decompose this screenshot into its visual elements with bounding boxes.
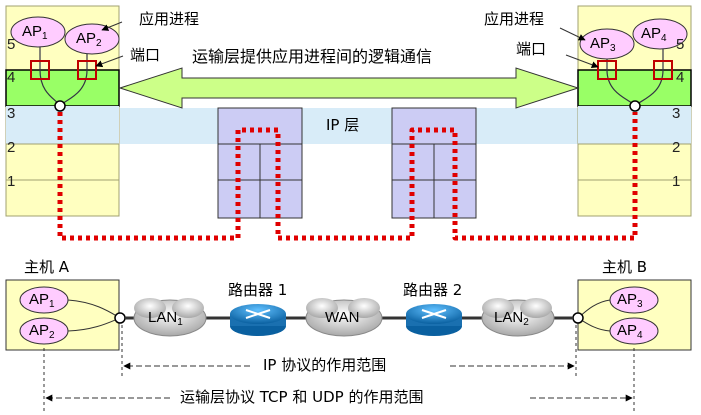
app-process-right-pointer: [559, 27, 586, 41]
wan-cloud: [305, 298, 383, 337]
transport-caption: 运输层提供应用进程间的逻辑通信: [192, 47, 433, 66]
port-left-2: [77, 60, 97, 80]
layer-right-5: 5: [676, 36, 685, 53]
layer-right-1: 1: [672, 173, 681, 190]
ip-layer-label: IP 层: [326, 116, 360, 134]
layer-right-2: 2: [672, 139, 681, 156]
layer-right-3: 3: [672, 105, 681, 122]
port-right-1: [597, 60, 617, 80]
app-process-label-right: 应用进程: [484, 10, 545, 28]
ap-b-3-upper: AP3: [590, 35, 616, 54]
ap-a-2-lower: AP2: [29, 322, 55, 341]
router-2-icon: [406, 304, 462, 336]
port-left-1: [30, 60, 50, 80]
app-process-left-pointer: [101, 21, 123, 31]
lan1-cloud: [133, 298, 207, 337]
router-1-label: 路由器 1: [228, 281, 288, 299]
transport-double-arrow: [118, 67, 580, 109]
router-2-label: 路由器 2: [403, 281, 463, 299]
host-a-upper-aps: [10, 16, 120, 112]
ap-b-3-lower: AP3: [617, 291, 643, 310]
layer-left-4: 4: [7, 69, 16, 86]
router-1-stack: [217, 107, 303, 219]
ap-a-1-lower: AP1: [29, 291, 55, 310]
layer-left-3: 3: [7, 105, 16, 122]
ap-a-2-upper: AP2: [76, 30, 102, 49]
wan-label: WAN: [325, 309, 360, 326]
host-b-label: 主机 B: [602, 258, 648, 276]
port-right-pointer: [565, 54, 599, 69]
router-2-stack: [391, 107, 477, 219]
data-path: [57, 112, 638, 241]
host-a-label: 主机 A: [24, 258, 70, 276]
port-right-2: [653, 60, 673, 80]
host-b-upper-aps: [579, 18, 688, 112]
ap-a-1-upper: AP1: [22, 23, 48, 42]
lan2-label: LAN2: [494, 309, 529, 328]
port-left-pointer: [95, 55, 124, 68]
layer-left-1: 1: [7, 173, 16, 190]
port-label-left: 端口: [130, 46, 161, 64]
tcp-udp-scope-label: 运输层协议 TCP 和 UDP 的作用范围: [180, 388, 424, 406]
host-a-box: [5, 279, 126, 351]
ip-layer-band: [120, 108, 580, 144]
ip-scope-label: IP 协议的作用范围: [263, 356, 387, 374]
layer-left-5: 5: [7, 36, 16, 53]
port-label-right: 端口: [516, 40, 547, 58]
app-process-label-left: 应用进程: [139, 10, 200, 28]
layer-left-2: 2: [7, 139, 16, 156]
lan2-cloud: [481, 298, 555, 337]
lan1-label: LAN1: [148, 309, 183, 328]
ap-b-4-upper: AP4: [641, 25, 667, 44]
router-1-icon: [230, 304, 286, 336]
ap-b-4-lower: AP4: [617, 322, 643, 341]
layer-right-4: 4: [676, 69, 685, 86]
